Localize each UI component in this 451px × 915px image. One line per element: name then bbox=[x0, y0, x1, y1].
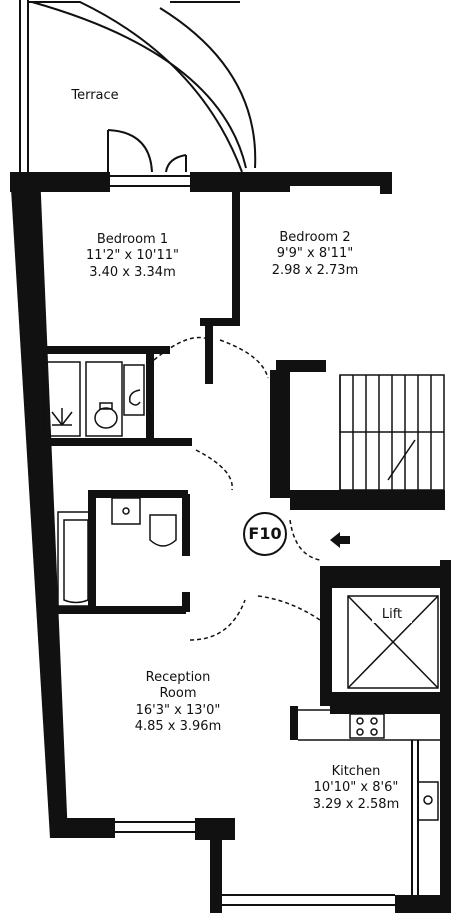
sink-icon bbox=[417, 781, 439, 821]
bedroom-1-name: Bedroom 1 bbox=[96, 232, 169, 247]
bedroom-1-imperial: 11'2" x 10'11" bbox=[86, 248, 179, 264]
basin-icon bbox=[123, 364, 145, 416]
unit-marker-badge: F10 bbox=[243, 512, 287, 556]
interior-walls bbox=[40, 186, 445, 740]
stairwell bbox=[339, 374, 445, 491]
bedroom-2-label: Bedroom 2 9'9" x 8'11" 2.98 x 2.73m bbox=[245, 230, 385, 279]
terrace-name: Terrace bbox=[71, 88, 119, 103]
shower-icon bbox=[43, 361, 81, 437]
reception-imperial: 16'3" x 13'0" bbox=[135, 702, 221, 718]
kitchen-label: Kitchen 10'10" x 8'6" 3.29 x 2.58m bbox=[296, 764, 416, 813]
bath-icon bbox=[57, 511, 95, 607]
terrace-doors bbox=[107, 129, 187, 173]
reception-metric: 4.85 x 3.96m bbox=[134, 718, 222, 734]
bedroom-2-imperial: 9'9" x 8'11" bbox=[276, 246, 354, 262]
kitchen-counter bbox=[298, 709, 440, 741]
lift-label: Lift bbox=[372, 607, 412, 624]
bathroom-toilet-icon bbox=[149, 514, 177, 547]
terrace-label: Terrace bbox=[60, 88, 130, 104]
terrace-outline bbox=[19, 0, 257, 173]
lift-shaft bbox=[347, 595, 439, 689]
entrance-arrow-icon bbox=[330, 532, 350, 548]
kitchen-name: Kitchen bbox=[331, 764, 381, 779]
bedroom-1-label: Bedroom 1 11'2" x 10'11" 3.40 x 3.34m bbox=[60, 232, 205, 281]
bedroom-1-metric: 3.40 x 3.34m bbox=[89, 264, 176, 280]
bedroom-2-name: Bedroom 2 bbox=[279, 230, 351, 245]
bedroom-2-metric: 2.98 x 2.73m bbox=[271, 262, 359, 278]
bathroom-basin-icon bbox=[111, 497, 141, 525]
toilet-icon bbox=[85, 361, 123, 437]
kitchen-imperial: 10'10" x 8'6" bbox=[313, 780, 399, 796]
lift-name: Lift bbox=[381, 607, 403, 622]
outer-walls bbox=[10, 172, 451, 913]
reception-name-line1: Reception bbox=[145, 670, 211, 685]
kitchen-metric: 3.29 x 2.58m bbox=[312, 796, 400, 812]
reception-room-label: Reception Room 16'3" x 13'0" 4.85 x 3.96… bbox=[108, 670, 248, 735]
door-swings bbox=[153, 336, 321, 641]
reception-name-line2: Room bbox=[159, 686, 197, 702]
hob-icon bbox=[349, 713, 385, 739]
